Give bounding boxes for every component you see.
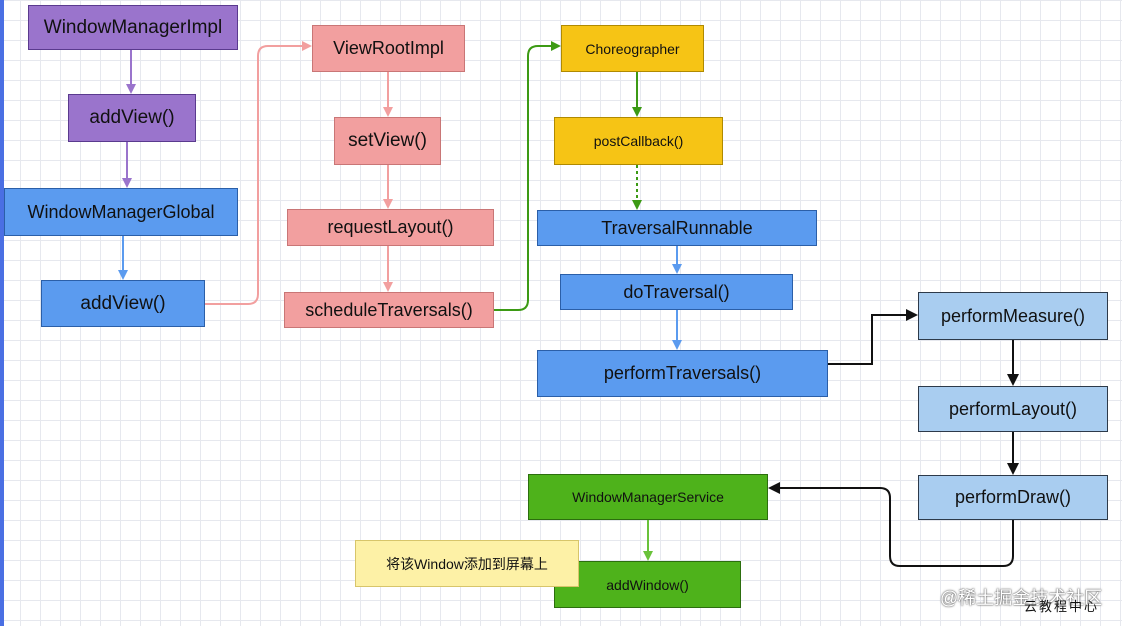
node-window-manager-service: WindowManagerService	[528, 474, 768, 520]
node-add-window: addWindow()	[554, 561, 741, 608]
arrow-draw-to-wms	[768, 482, 1014, 567]
left-edge-bar	[0, 0, 4, 626]
node-set-view: setView()	[334, 117, 441, 165]
node-add-view-2: addView()	[41, 280, 205, 327]
watermark-juejin: @稀土掘金技术社区	[940, 588, 1103, 608]
node-choreographer: Choreographer	[561, 25, 704, 72]
node-window-manager-impl: WindowManagerImpl	[28, 5, 238, 50]
arrow-addview-to-viewrootimpl	[205, 41, 312, 305]
note-add-window-to-screen: 将该Window添加到屏幕上	[355, 540, 579, 587]
node-view-root-impl: ViewRootImpl	[312, 25, 465, 72]
node-add-view-1: addView()	[68, 94, 196, 142]
watermark-tutorial-center: 云教程中心	[1024, 599, 1100, 614]
node-traversal-runnable: TraversalRunnable	[537, 210, 817, 246]
node-request-layout: requestLayout()	[287, 209, 494, 246]
node-perform-measure: performMeasure()	[918, 292, 1108, 340]
node-post-callback: postCallback()	[554, 117, 723, 165]
node-perform-layout: performLayout()	[918, 386, 1108, 432]
arrow-schedule-to-choreographer	[494, 41, 561, 311]
node-perform-traversals: performTraversals()	[537, 350, 828, 397]
node-window-manager-global: WindowManagerGlobal	[4, 188, 238, 236]
node-perform-draw: performDraw()	[918, 475, 1108, 520]
arrow-performtraversals-to-measure	[828, 309, 918, 365]
node-schedule-traversals: scheduleTraversals()	[284, 292, 494, 328]
node-do-traversal: doTraversal()	[560, 274, 793, 310]
